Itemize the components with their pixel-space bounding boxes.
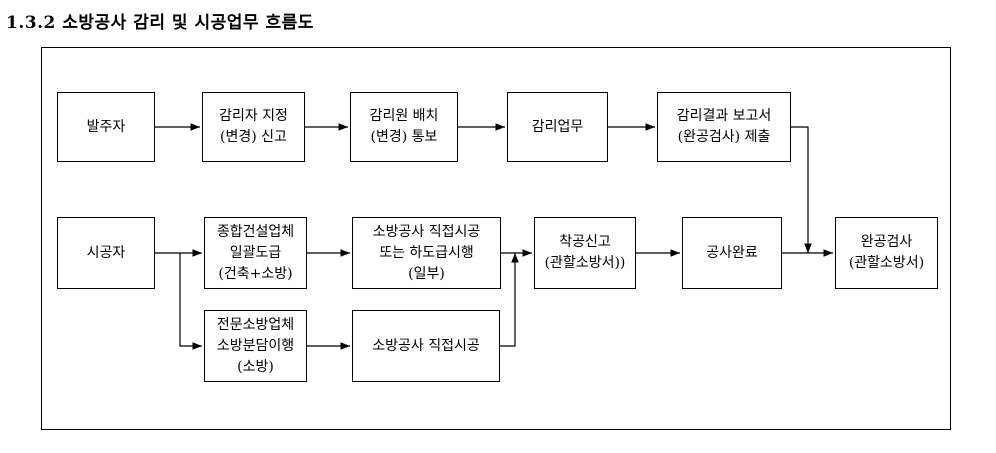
node-supervisor-report: 감리자 지정 (변경) 신고 — [202, 92, 305, 162]
node-completion-label: 공사완료 — [706, 244, 758, 261]
node-supervision-work-label: 감리업무 — [531, 118, 584, 135]
node-staff-notice: 감리원 배치 (변경) 통보 — [350, 92, 458, 162]
node-staff-notice-label: 감리원 배치 (변경) 통보 — [369, 108, 439, 145]
node-owner: 발주자 — [57, 92, 155, 162]
node-general-contract-label: 종합건설업체 일괄도급 (건축+소방) — [216, 223, 295, 282]
node-contractor-label: 시공자 — [86, 244, 126, 261]
node-final-inspection-label: 완공검사 (관할소방서) — [848, 234, 925, 271]
node-specialist-contract-label: 전문소방업체 소방분담이행 (소방) — [216, 316, 295, 375]
node-direct-or-sub: 소방공사 직접시공 또는 하도급시행 (일부) — [352, 217, 501, 289]
node-completion: 공사완료 — [682, 217, 782, 289]
node-contractor: 시공자 — [57, 217, 155, 289]
node-specialist-contract: 전문소방업체 소방분담이행 (소방) — [204, 310, 307, 382]
diagram-frame — [41, 47, 951, 430]
node-supervisor-report-label: 감리자 지정 (변경) 신고 — [219, 108, 288, 145]
node-result-report-label: 감리결과 보고서 (완공검사) 제출 — [676, 108, 772, 145]
node-owner-label: 발주자 — [86, 118, 126, 135]
arrow-report-to-inspection — [791, 126, 812, 253]
node-start-report: 착공신고 (관할소방서)) — [534, 217, 636, 289]
arrow-contractor-to-specialist — [179, 253, 202, 350]
node-final-inspection: 완공검사 (관할소방서) — [835, 217, 938, 289]
arrow-directonly-to-start — [500, 253, 519, 347]
node-direct-construction-label: 소방공사 직접시공 — [372, 337, 480, 354]
node-direct-or-sub-label: 소방공사 직접시공 또는 하도급시행 (일부) — [372, 223, 481, 282]
node-direct-construction: 소방공사 직접시공 — [352, 310, 500, 382]
node-start-report-label: 착공신고 (관할소방서)) — [544, 234, 626, 271]
node-result-report: 감리결과 보고서 (완공검사) 제출 — [657, 92, 791, 162]
node-general-contract: 종합건설업체 일괄도급 (건축+소방) — [204, 217, 307, 289]
node-supervision-work: 감리업무 — [507, 92, 608, 162]
page-title: 1.3.2 소방공사 감리 및 시공업무 흐름도 — [6, 13, 314, 33]
